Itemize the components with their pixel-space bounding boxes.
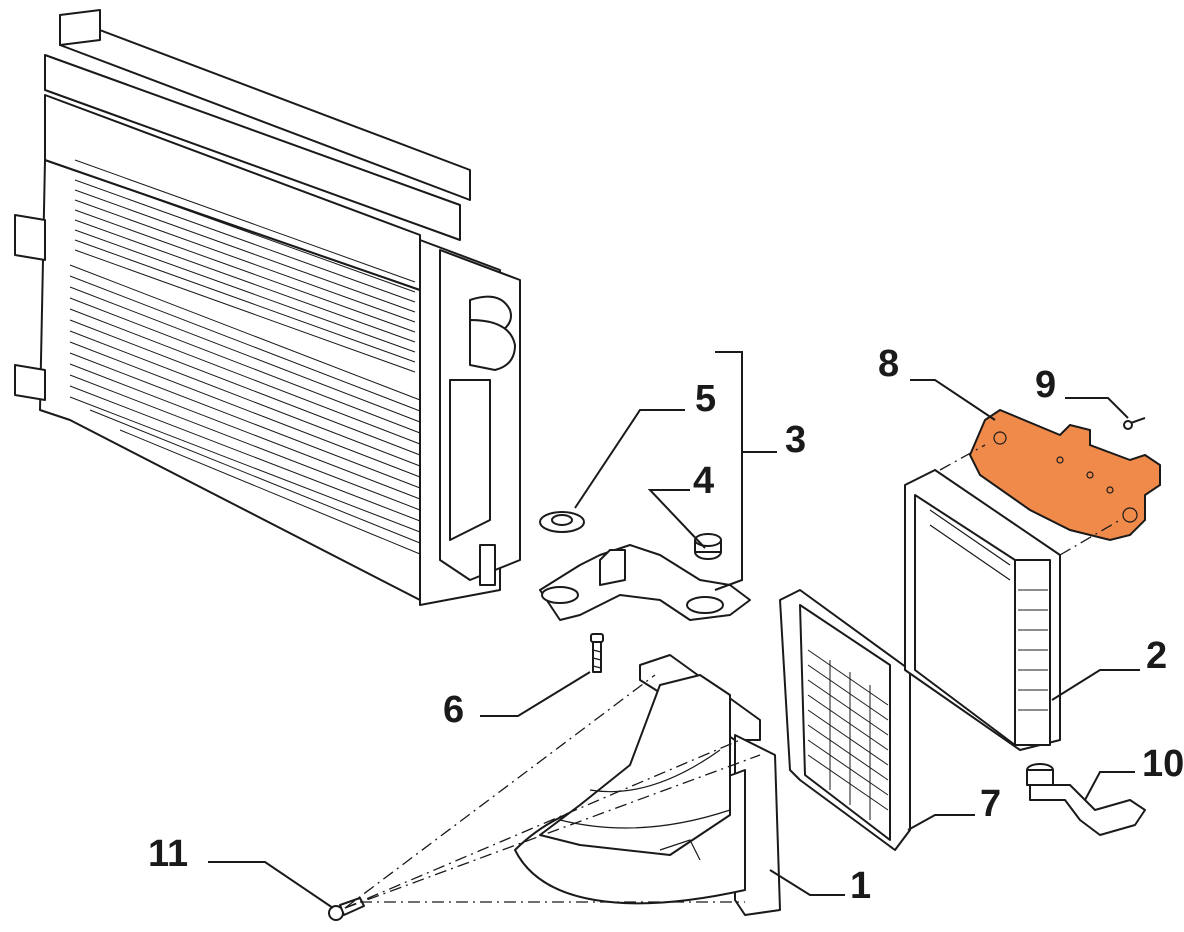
callout-2: 2 bbox=[1146, 635, 1167, 677]
callout-5: 5 bbox=[695, 378, 716, 420]
callout-7: 7 bbox=[980, 783, 1001, 825]
callout-1: 1 bbox=[850, 865, 871, 907]
part-8-highlighted-bracket bbox=[968, 408, 1161, 542]
callout-8: 8 bbox=[878, 343, 899, 385]
part-6-bolt bbox=[590, 633, 604, 673]
leader-lines bbox=[208, 351, 1140, 909]
callout-9: 9 bbox=[1035, 364, 1056, 406]
assembly-lines bbox=[344, 444, 1121, 909]
radiator-assembly bbox=[14, 9, 521, 606]
radiator-side-tank-ribs bbox=[1018, 589, 1048, 711]
callout-labels: 1 2 3 4 5 6 7 8 9 10 11 bbox=[148, 343, 1184, 907]
callout-11: 11 bbox=[148, 833, 188, 875]
part-9-screw bbox=[1123, 417, 1146, 430]
callout-10: 10 bbox=[1142, 743, 1184, 785]
part-1-shroud bbox=[514, 654, 781, 916]
lower-core-fins bbox=[69, 264, 421, 555]
callout-3: 3 bbox=[785, 419, 806, 461]
part-4-rubber-mount bbox=[694, 533, 722, 560]
callout-4: 4 bbox=[693, 460, 714, 502]
condenser-grid bbox=[807, 649, 889, 820]
part-11-bolt bbox=[328, 897, 365, 921]
part-10-support bbox=[1026, 763, 1146, 836]
part-5-grommet bbox=[539, 511, 585, 533]
part-2-radiator bbox=[904, 469, 1061, 751]
callout-6: 6 bbox=[443, 689, 464, 731]
upper-core-fins bbox=[74, 159, 416, 373]
part-8-plate bbox=[968, 408, 1161, 542]
part-3-bracket bbox=[539, 544, 751, 621]
part-7-condenser bbox=[779, 589, 911, 851]
